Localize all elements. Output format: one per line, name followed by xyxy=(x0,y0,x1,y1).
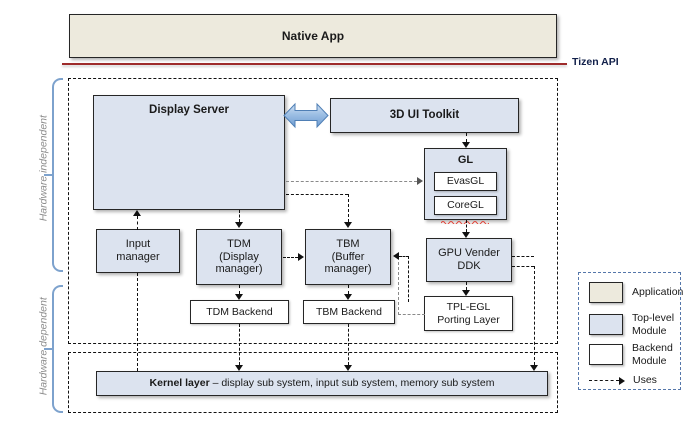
legend-row-application: Application xyxy=(589,282,683,303)
kernel-layer-bold-label: Kernel layer xyxy=(149,377,210,390)
input-manager-label: Input manager xyxy=(116,238,160,263)
gpu-vendor-ddk-label: GPU Vender DDK xyxy=(438,247,500,272)
core-gl-label: CoreGL xyxy=(447,199,484,212)
legend-label-top-level-module: Top-level Module xyxy=(632,312,675,337)
tdm-backend-box: TDM Backend xyxy=(190,300,289,324)
legend-label-backend-module: Backend Module xyxy=(632,342,673,367)
core-gl-spell-squiggle xyxy=(440,211,490,225)
conn-tbm-backend-to-kernel-head xyxy=(344,365,352,371)
conn-display-server-to-gl-head xyxy=(417,177,423,185)
conn-tpl-egl-to-tbm-h xyxy=(398,314,425,315)
hardware-dependent-brace xyxy=(52,285,63,413)
legend-row-uses: Uses xyxy=(589,374,657,387)
kernel-layer-label: Kernel layer – display sub system, input… xyxy=(150,377,495,389)
tbm-backend-box: TBM Backend xyxy=(303,300,395,324)
hardware-independent-label: Hardware independent xyxy=(37,115,50,222)
hardware-dependent-brace-nub xyxy=(44,348,53,350)
display-server-toolkit-biarrow xyxy=(283,100,329,131)
legend-uses-arrow-icon xyxy=(589,376,625,385)
conn-tbm-to-tbm-backend-head xyxy=(344,294,352,300)
legend-label-uses: Uses xyxy=(633,374,657,386)
evas-gl-spell-squiggle xyxy=(440,187,490,201)
native-app-box: Native App xyxy=(69,14,557,58)
conn-gpu-ddk-kernel-head xyxy=(530,365,538,371)
tpl-egl-label: TPL-EGL Porting Layer xyxy=(437,301,500,326)
conn-toolkit-to-gl-head xyxy=(462,142,470,148)
hardware-independent-container xyxy=(68,78,558,344)
conn-input-to-display-server xyxy=(137,216,138,230)
evas-gl-label: EvasGL xyxy=(446,175,485,188)
conn-gpu-ddk-to-tpl-egl xyxy=(466,282,467,290)
conn-gpu-ddk-to-tbm-h2 xyxy=(399,256,409,257)
legend-row-backend-module: Backend Module xyxy=(589,342,673,368)
conn-input-to-kernel xyxy=(137,273,138,371)
conn-gpu-ddk-to-tbm-h1 xyxy=(512,256,534,257)
conn-tdm-to-tdm-backend-head xyxy=(235,294,243,300)
tdm-label: TDM (Display manager) xyxy=(215,237,263,276)
ui-toolkit-3d-box: 3D UI Toolkit xyxy=(330,98,519,133)
conn-display-server-to-tbm-h xyxy=(286,194,348,195)
conn-gpu-ddk-to-tpl-egl-head xyxy=(462,290,470,296)
conn-display-server-to-gl xyxy=(286,181,417,182)
legend-swatch-top-level-module xyxy=(589,314,623,336)
kernel-layer-rest-label: – display sub system, input sub system, … xyxy=(209,377,495,390)
conn-tdm-to-tbm xyxy=(283,257,298,258)
tizen-api-divider xyxy=(62,63,567,65)
conn-tdm-to-tbm-head xyxy=(298,253,304,261)
input-manager-box: Input manager xyxy=(96,229,180,273)
legend-label-application: Application xyxy=(632,286,684,299)
conn-display-server-to-tbm-head xyxy=(344,222,352,228)
legend-swatch-application xyxy=(589,282,623,303)
gl-label: GL xyxy=(457,154,474,166)
gpu-vendor-ddk-box: GPU Vender DDK xyxy=(426,238,512,282)
display-server-label: Display Server xyxy=(149,104,229,116)
tbm-label: TBM (Buffer manager) xyxy=(324,237,372,276)
conn-gpu-ddk-to-tbm-v xyxy=(408,256,409,302)
tdm-box: TDM (Display manager) xyxy=(196,229,282,285)
conn-input-to-display-server-head xyxy=(133,210,141,216)
conn-gpu-ddk-kernel-v xyxy=(534,266,535,365)
conn-tdm-to-tdm-backend xyxy=(239,285,240,294)
legend-row-top-level-module: Top-level Module xyxy=(589,312,674,338)
conn-tpl-egl-to-tbm-v xyxy=(398,262,399,315)
conn-display-server-to-tdm xyxy=(239,210,240,222)
conn-gpu-ddk-to-tbm-head xyxy=(393,252,399,260)
conn-tbm-to-tbm-backend xyxy=(348,285,349,294)
hardware-dependent-container xyxy=(68,352,558,413)
ui-toolkit-3d-label: 3D UI Toolkit xyxy=(389,108,460,121)
conn-tdm-backend-to-kernel-head xyxy=(235,365,243,371)
display-server-box: Display Server xyxy=(93,95,285,210)
conn-tbm-backend-to-kernel xyxy=(348,324,349,365)
conn-tdm-backend-to-kernel xyxy=(239,324,240,365)
conn-gpu-ddk-kernel-h xyxy=(512,266,534,267)
hardware-independent-brace-nub xyxy=(44,174,53,176)
legend-swatch-backend-module xyxy=(589,344,623,366)
conn-toolkit-to-gl xyxy=(466,133,467,142)
hardware-independent-brace xyxy=(52,78,63,272)
tbm-box: TBM (Buffer manager) xyxy=(305,229,391,285)
tizen-api-label: Tizen API xyxy=(572,56,619,68)
tbm-backend-label: TBM Backend xyxy=(316,305,382,318)
kernel-layer-box: Kernel layer – display sub system, input… xyxy=(96,371,548,396)
hardware-dependent-label: Hardware dependent xyxy=(37,297,50,396)
tpl-egl-box: TPL-EGL Porting Layer xyxy=(424,296,513,331)
native-app-label: Native App xyxy=(281,28,345,43)
conn-gl-to-gpu-ddk-head xyxy=(462,232,470,238)
conn-display-server-to-tdm-head xyxy=(235,222,243,228)
conn-display-server-to-tbm-v xyxy=(348,194,349,222)
conn-gl-to-gpu-ddk xyxy=(466,220,467,232)
tdm-backend-label: TDM Backend xyxy=(206,305,273,318)
